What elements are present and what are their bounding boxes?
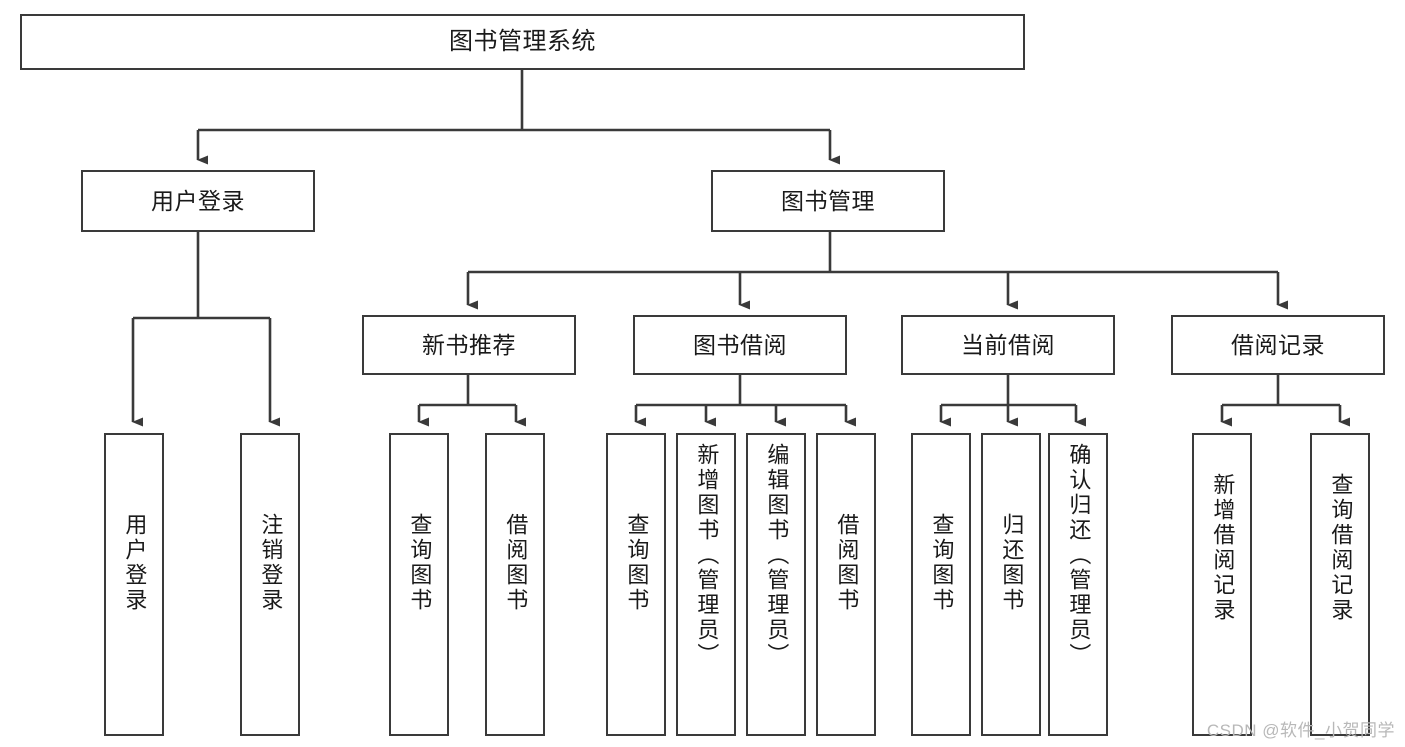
node-current-borrow[interactable]: 当前借阅: [901, 315, 1115, 375]
node-leaf-query-book-2-label: 查询图书: [624, 513, 650, 613]
node-leaf-add-book-label: 新增图书（管理员）: [694, 443, 720, 668]
node-new-book-rec[interactable]: 新书推荐: [362, 315, 576, 375]
node-leaf-return-book-label: 归还图书: [999, 513, 1025, 613]
node-leaf-logout[interactable]: 注销登录: [240, 433, 300, 736]
node-root[interactable]: 图书管理系统: [20, 14, 1025, 70]
node-book-manage[interactable]: 图书管理: [711, 170, 945, 232]
node-leaf-user-login-label: 用户登录: [122, 513, 148, 613]
node-leaf-confirm-return[interactable]: 确认归还（管理员）: [1048, 433, 1108, 736]
node-user-login-label: 用户登录: [151, 187, 245, 214]
node-book-manage-label: 图书管理: [781, 187, 875, 214]
node-leaf-query-book-2[interactable]: 查询图书: [606, 433, 666, 736]
node-user-login[interactable]: 用户登录: [81, 170, 315, 232]
node-leaf-add-record-label: 新增借阅记录: [1210, 473, 1236, 623]
node-leaf-user-login[interactable]: 用户登录: [104, 433, 164, 736]
node-borrow-record[interactable]: 借阅记录: [1171, 315, 1385, 375]
watermark: CSDN @软件_小贺同学: [1206, 721, 1395, 740]
node-book-borrow[interactable]: 图书借阅: [633, 315, 847, 375]
node-leaf-edit-book-label: 编辑图书（管理员）: [764, 443, 790, 668]
node-leaf-borrow-book-2-label: 借阅图书: [834, 513, 860, 613]
node-leaf-query-book-1-label: 查询图书: [407, 513, 433, 613]
node-leaf-query-record[interactable]: 查询借阅记录: [1310, 433, 1370, 736]
node-leaf-confirm-return-label: 确认归还（管理员）: [1066, 443, 1092, 668]
node-leaf-borrow-book-1[interactable]: 借阅图书: [485, 433, 545, 736]
node-leaf-borrow-book-1-label: 借阅图书: [503, 513, 529, 613]
node-leaf-edit-book[interactable]: 编辑图书（管理员）: [746, 433, 806, 736]
node-leaf-query-record-label: 查询借阅记录: [1328, 473, 1354, 623]
node-leaf-borrow-book-2[interactable]: 借阅图书: [816, 433, 876, 736]
node-leaf-query-book-1[interactable]: 查询图书: [389, 433, 449, 736]
node-leaf-return-book[interactable]: 归还图书: [981, 433, 1041, 736]
node-leaf-add-record[interactable]: 新增借阅记录: [1192, 433, 1252, 736]
node-new-book-rec-label: 新书推荐: [422, 331, 516, 358]
node-root-label: 图书管理系统: [449, 28, 596, 55]
node-leaf-query-book-3-label: 查询图书: [929, 513, 955, 613]
node-leaf-add-book[interactable]: 新增图书（管理员）: [676, 433, 736, 736]
node-leaf-logout-label: 注销登录: [258, 513, 284, 613]
node-borrow-record-label: 借阅记录: [1231, 331, 1325, 358]
node-leaf-query-book-3[interactable]: 查询图书: [911, 433, 971, 736]
node-current-borrow-label: 当前借阅: [961, 331, 1055, 358]
node-book-borrow-label: 图书借阅: [693, 331, 787, 358]
